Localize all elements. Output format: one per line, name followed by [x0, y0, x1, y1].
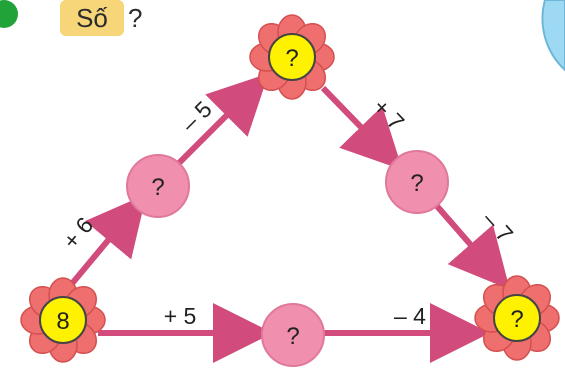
exercise-question-mark: ?: [128, 2, 143, 33]
exercise-badge-icon: [0, 0, 18, 28]
flower-center: [493, 294, 541, 342]
side-decoration: [541, 0, 565, 72]
op-plus-7: + 7: [368, 94, 409, 136]
flower-bottom-right-value: ?: [510, 306, 523, 333]
flower-top: [249, 14, 335, 100]
flower-bottom-left: [20, 277, 106, 363]
exercise-label: Số: [60, 0, 124, 36]
arrow-bottom-left-to-left: [62, 194, 147, 294]
arrow-top-to-right: [320, 85, 403, 170]
circle-left-value: ?: [151, 174, 164, 201]
circle-left: [126, 154, 190, 218]
op-minus-4: – 4: [394, 303, 426, 329]
flower-bottom-right: [474, 275, 560, 361]
circle-bottom-value: ?: [286, 323, 299, 350]
flower-center: [39, 296, 87, 344]
circle-right-value: ?: [410, 170, 423, 197]
arrow-right-to-bottom-right: [433, 203, 510, 290]
arrow-left-to-top: [172, 73, 269, 170]
op-plus-5: + 5: [164, 303, 197, 329]
op-plus-6: + 6: [57, 212, 98, 254]
flower-top-value: ?: [285, 45, 298, 72]
flower-bottom-left-value: 8: [56, 308, 69, 335]
circle-bottom: [261, 303, 325, 367]
op-minus-7: – 7: [478, 206, 519, 247]
circle-right: [385, 150, 449, 214]
flower-center: [268, 33, 316, 81]
